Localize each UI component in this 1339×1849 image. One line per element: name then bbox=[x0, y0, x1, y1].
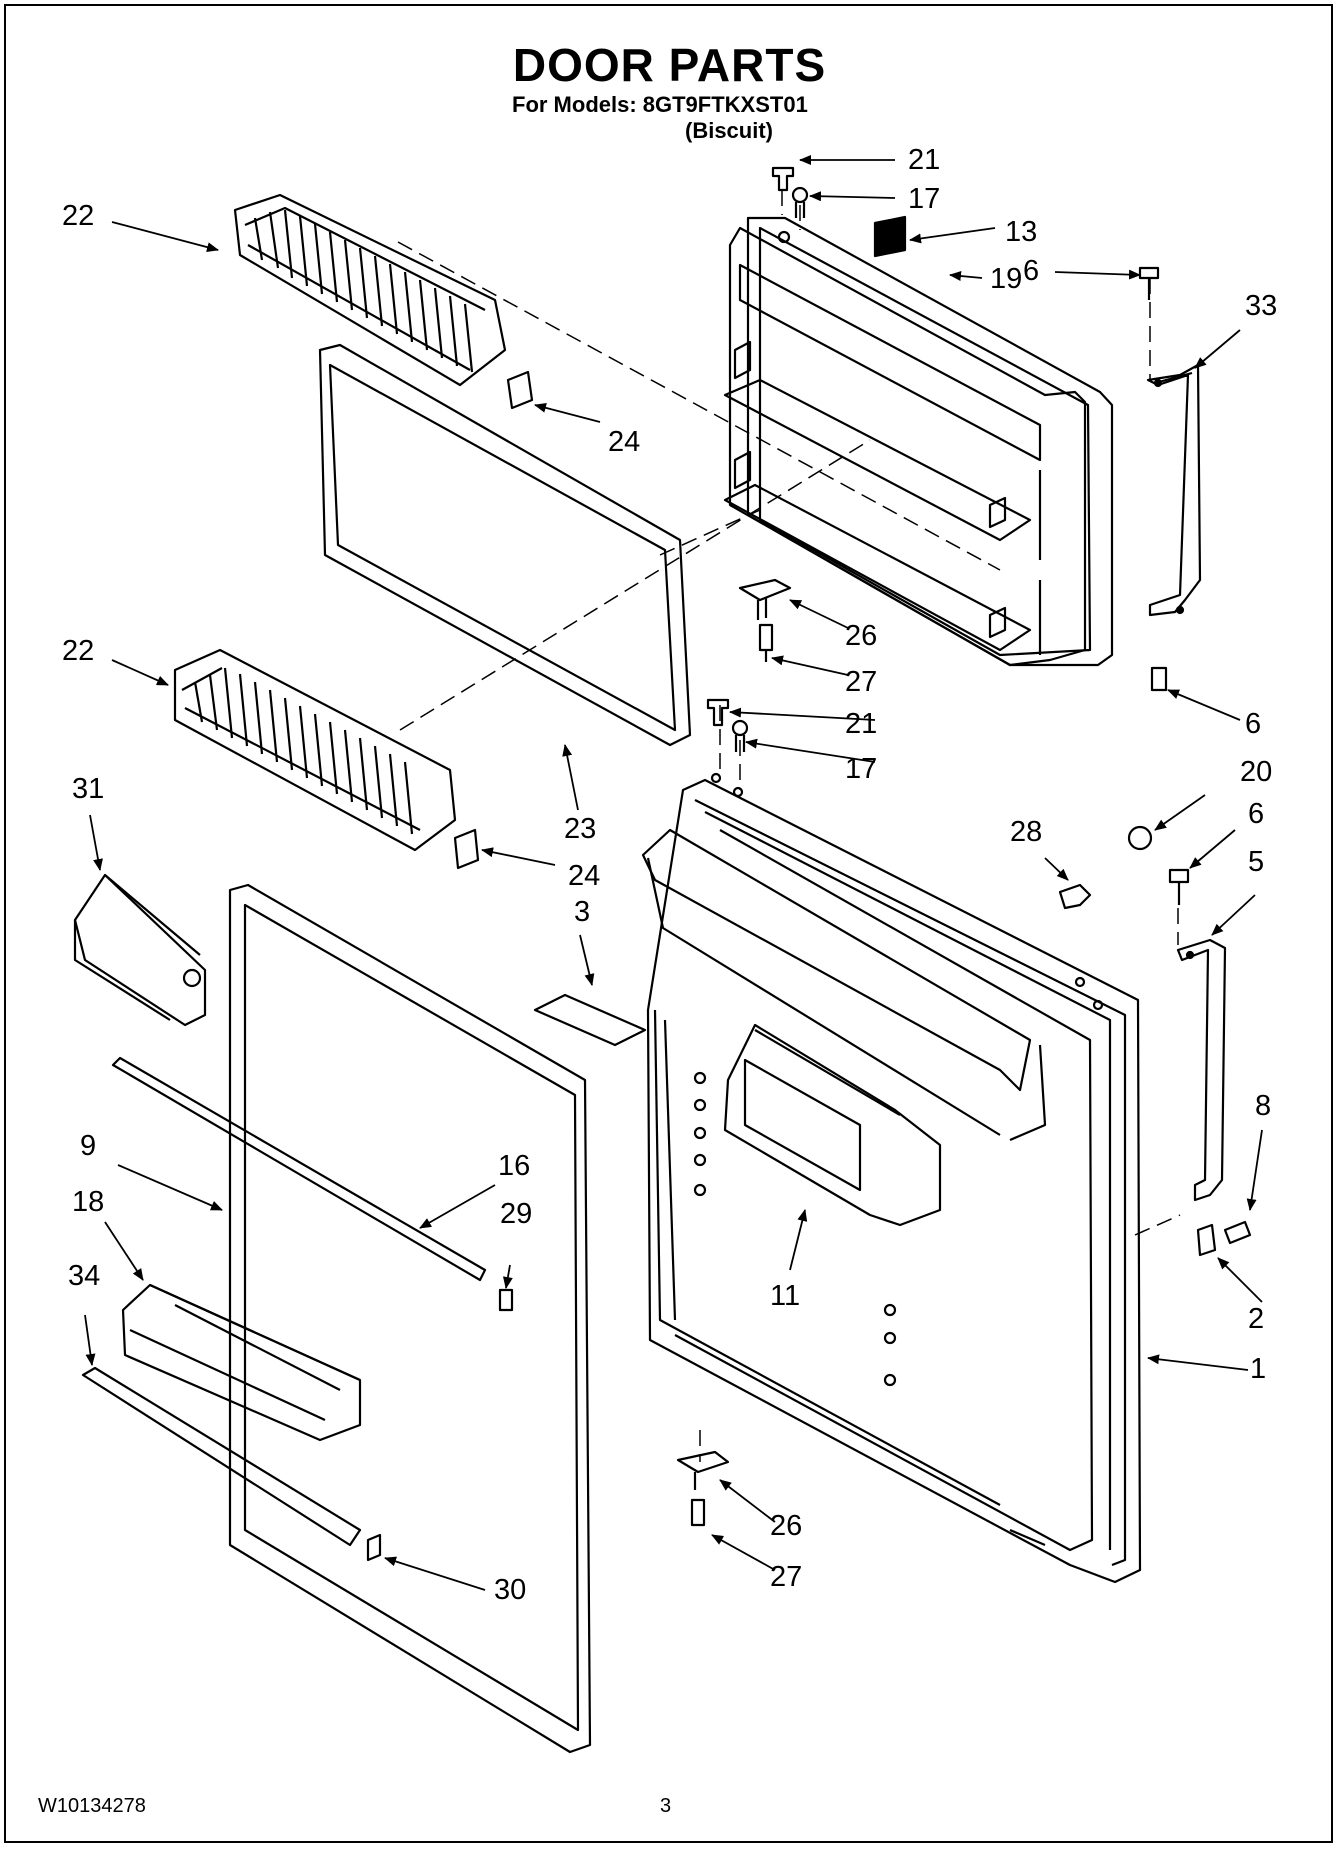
clip-29 bbox=[498, 1288, 514, 1312]
callout-20: 20 bbox=[1240, 756, 1273, 788]
callout-6: 6 bbox=[1248, 798, 1265, 830]
label-13-shape bbox=[873, 215, 907, 258]
callout-21: 21 bbox=[845, 708, 878, 740]
page-number: 3 bbox=[660, 1795, 672, 1817]
callout-29: 29 bbox=[500, 1198, 533, 1230]
document-number: W10134278 bbox=[38, 1795, 146, 1817]
callout-6: 6 bbox=[1245, 708, 1262, 740]
bar-16 bbox=[111, 1056, 487, 1282]
freezer-gasket-23 bbox=[318, 343, 692, 747]
callout-26: 26 bbox=[845, 620, 878, 652]
callout-1: 1 bbox=[1250, 1353, 1267, 1385]
callout-30: 30 bbox=[494, 1574, 527, 1606]
callout-27: 27 bbox=[845, 666, 878, 698]
top-hinge-33 bbox=[1138, 266, 1202, 692]
alignment-lines bbox=[397, 190, 1181, 1462]
screw-8 bbox=[1223, 1220, 1252, 1245]
callout-11: 11 bbox=[770, 1280, 801, 1312]
plug-28 bbox=[1058, 883, 1092, 910]
screw-17-top bbox=[791, 186, 809, 218]
callout-5: 5 bbox=[1248, 846, 1265, 878]
door-bin-18 bbox=[121, 1283, 362, 1442]
door-vent-holes bbox=[693, 1071, 897, 1387]
callout-31: 31 bbox=[72, 773, 105, 805]
callout-28: 28 bbox=[1010, 816, 1043, 848]
callout-26: 26 bbox=[770, 1510, 803, 1542]
hinge-shim-26-upper bbox=[738, 578, 792, 620]
callout-13: 13 bbox=[1005, 216, 1038, 248]
bar-34 bbox=[81, 1366, 362, 1547]
clip-2 bbox=[1196, 1223, 1217, 1257]
lower-door-basket bbox=[173, 648, 457, 852]
models-line: For Models: 8GT9FTKXST01 bbox=[512, 92, 808, 117]
callout-22: 22 bbox=[62, 200, 95, 232]
fresh-food-gasket-9 bbox=[228, 883, 592, 1754]
callout-6: 6 bbox=[1023, 255, 1040, 287]
callout-24: 24 bbox=[568, 860, 601, 892]
leader-arrows bbox=[84, 155, 1263, 1591]
bushing-20 bbox=[1127, 825, 1153, 851]
callout-17: 17 bbox=[908, 183, 941, 215]
callout-3: 3 bbox=[574, 896, 591, 928]
callout-2: 2 bbox=[1248, 1303, 1265, 1335]
callout-18: 18 bbox=[72, 1186, 105, 1218]
freezer-door-liner bbox=[723, 216, 1114, 667]
upper-door-basket bbox=[233, 193, 507, 387]
callout-22: 22 bbox=[62, 635, 95, 667]
cover-3 bbox=[533, 993, 647, 1047]
callout-17: 17 bbox=[845, 753, 878, 785]
callout-21: 21 bbox=[908, 144, 941, 176]
clip-24-upper bbox=[506, 370, 534, 410]
callout-24: 24 bbox=[608, 426, 641, 458]
hinge-shim-26-lower bbox=[676, 1450, 730, 1490]
door-upper-shelf bbox=[641, 828, 1047, 1142]
screw-27-upper bbox=[758, 623, 774, 662]
screw-27-lower bbox=[690, 1498, 706, 1527]
callout-33: 33 bbox=[1245, 290, 1278, 322]
callout-8: 8 bbox=[1255, 1090, 1272, 1122]
clip-24-lower bbox=[453, 828, 480, 870]
page-frame bbox=[4, 4, 1333, 1843]
callout-16: 16 bbox=[498, 1150, 531, 1182]
callout-27: 27 bbox=[770, 1561, 803, 1593]
screw-21-top bbox=[771, 166, 795, 192]
callout-23: 23 bbox=[564, 813, 597, 845]
callout-19: 19 bbox=[990, 263, 1023, 295]
callout-9: 9 bbox=[80, 1130, 97, 1162]
fresh-food-door-1 bbox=[646, 772, 1142, 1584]
dispenser-housing-11 bbox=[723, 1023, 942, 1227]
callout-34: 34 bbox=[68, 1260, 101, 1292]
clip-30 bbox=[366, 1533, 382, 1562]
color-line: (Biscuit) bbox=[685, 118, 773, 143]
dairy-door-31 bbox=[73, 873, 207, 1027]
diagram-title: DOOR PARTS bbox=[512, 39, 827, 91]
screw-21-lower bbox=[706, 698, 730, 727]
screw-17-lower bbox=[731, 719, 749, 752]
middle-hinge-5 bbox=[1168, 868, 1227, 1202]
